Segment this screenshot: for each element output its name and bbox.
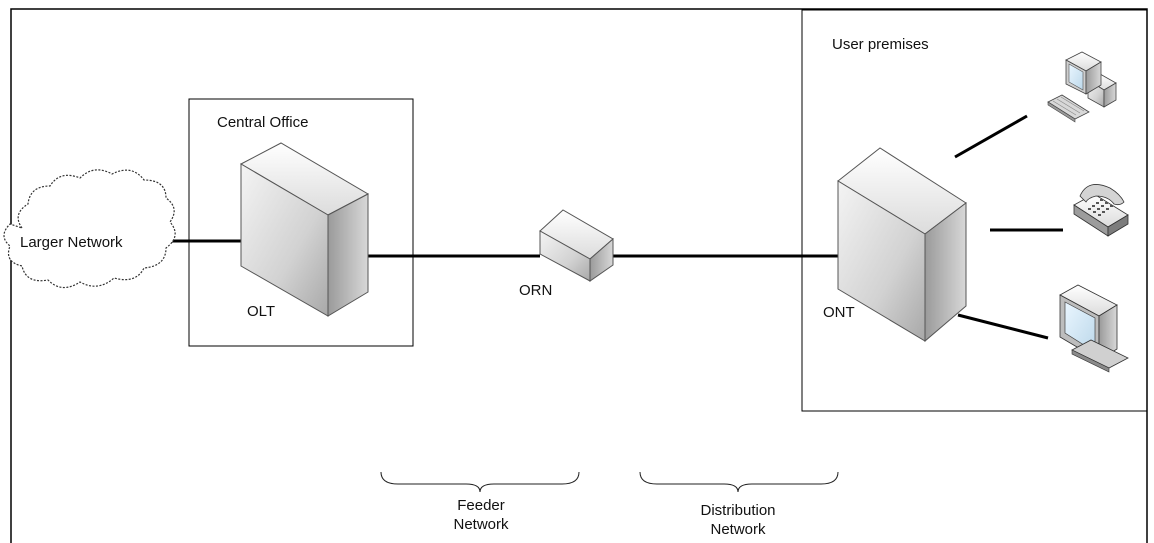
user-premises-label: User premises (832, 36, 929, 53)
ont-label: ONT (823, 304, 855, 321)
feeder-brace (380, 471, 580, 493)
cloud-icon (3, 169, 176, 289)
central-office-label: Central Office (217, 114, 309, 131)
larger-network-label: Larger Network (20, 234, 123, 251)
olt-label: OLT (247, 303, 276, 320)
orn-label: ORN (519, 282, 553, 299)
feeder-network-label-line1: Feeder (457, 497, 505, 514)
ont-box-icon (837, 147, 967, 343)
user-premises-box (801, 9, 1148, 412)
link-ont-computer (954, 114, 1028, 159)
central-office-box (188, 98, 414, 347)
distribution-network-label-line1: Distribution (700, 502, 776, 519)
feeder-network-label-line2: Network (453, 516, 509, 533)
telephone-icon (1073, 184, 1129, 237)
outer-frame (10, 8, 1148, 543)
link-ont-monitor (957, 313, 1049, 340)
distribution-brace (639, 471, 839, 493)
distribution-network-label-line2: Network (710, 521, 766, 538)
monitor-icon (1059, 284, 1129, 373)
orn-box-icon (539, 209, 614, 282)
computer-icon (1047, 51, 1117, 123)
olt-box-icon (239, 142, 370, 317)
